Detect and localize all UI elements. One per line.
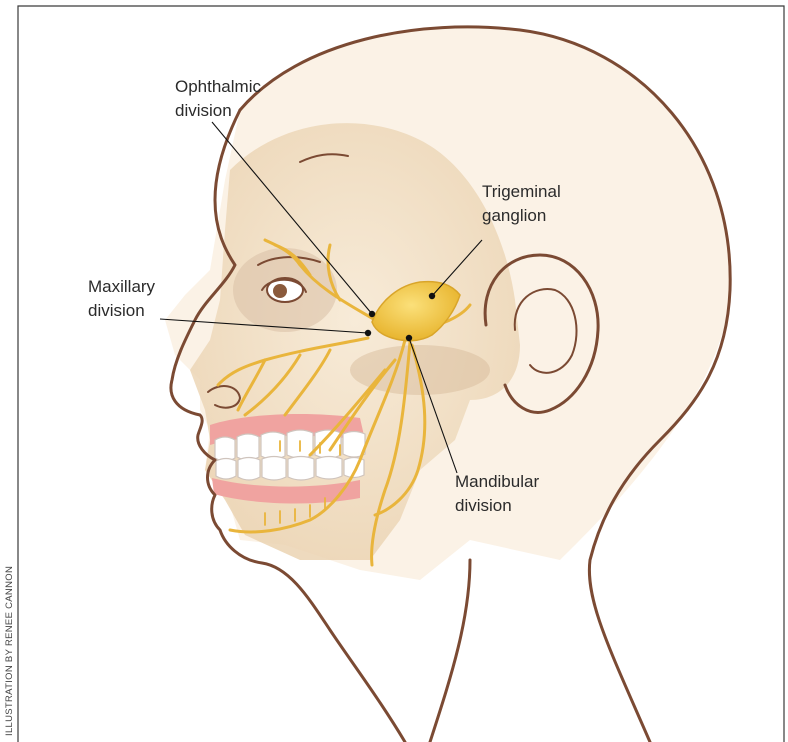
maxillary-label: Maxillary division <box>88 277 160 320</box>
illustration-credit: ILLUSTRATION BY RENEE CANNON <box>4 566 15 736</box>
ganglion-pointer-dot <box>429 293 435 299</box>
mandibular-pointer-dot <box>406 335 412 341</box>
neck-outline <box>430 560 470 742</box>
maxillary-pointer-dot <box>365 330 371 336</box>
iris <box>273 284 287 298</box>
ophthalmic-pointer-dot <box>369 311 375 317</box>
